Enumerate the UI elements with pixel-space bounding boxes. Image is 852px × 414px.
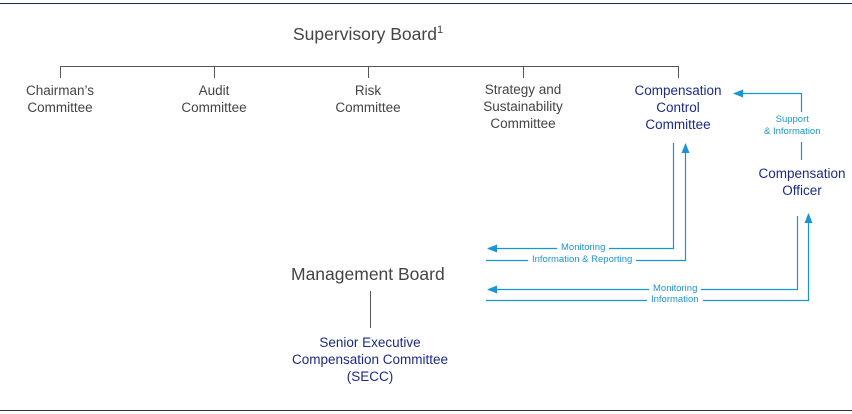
- top-rule: [0, 3, 852, 4]
- senior-executive-compensation-committee: Senior Executive Compensation Committee …: [270, 334, 470, 385]
- committee-label-line: Audit: [198, 83, 230, 98]
- chairmans-committee: Chairman’s Committee: [0, 82, 120, 116]
- committee-label-line: Risk: [354, 83, 382, 98]
- committee-label-line: Control: [656, 100, 700, 115]
- management-board-title: Management Board: [291, 264, 445, 284]
- ccc-monitoring-label: Monitoring: [557, 242, 610, 254]
- strategy-sustainability-committee: Strategy and Sustainability Committee: [463, 81, 583, 132]
- support-information-label: Support & Information: [764, 114, 821, 138]
- secc-label-line: (SECC): [346, 369, 394, 384]
- committee-label-line: Sustainability: [483, 99, 563, 114]
- committee-label-line: Committee: [335, 100, 401, 115]
- secc-label-line: Senior Executive: [319, 335, 421, 350]
- officer-label-line: Compensation: [758, 166, 846, 181]
- supervisory-board-title: Supervisory Board1: [293, 23, 443, 45]
- committee-label-line: Committee: [490, 116, 556, 131]
- committee-label-line: Committee: [27, 100, 93, 115]
- committee-label-line: Committee: [181, 100, 247, 115]
- blue-flow-lines: [486, 89, 813, 302]
- committee-label-line: Chairman’s: [25, 83, 95, 98]
- flow-label-line: Support: [775, 114, 809, 125]
- officer-monitoring-label: Monitoring: [649, 283, 702, 295]
- bottom-rule: [0, 410, 852, 411]
- supervisory-bracket: [60, 66, 679, 328]
- secc-label-line: Compensation Committee: [291, 352, 449, 367]
- compensation-control-committee: Compensation Control Committee: [618, 82, 738, 133]
- ccc-information-reporting-label: Information & Reporting: [528, 254, 637, 266]
- committee-label-line: Committee: [645, 117, 711, 132]
- officer-label-line: Officer: [782, 183, 822, 198]
- compensation-officer: Compensation Officer: [742, 165, 852, 199]
- risk-committee: Risk Committee: [308, 82, 428, 116]
- audit-committee: Audit Committee: [154, 82, 274, 116]
- flow-label-line: & Information: [764, 126, 821, 137]
- supervisory-board-label: Supervisory Board: [293, 24, 437, 44]
- footnote-marker: 1: [436, 24, 444, 36]
- committee-label-line: Compensation: [634, 83, 722, 98]
- committee-label-line: Strategy and: [484, 82, 562, 97]
- officer-information-label: Information: [647, 294, 703, 306]
